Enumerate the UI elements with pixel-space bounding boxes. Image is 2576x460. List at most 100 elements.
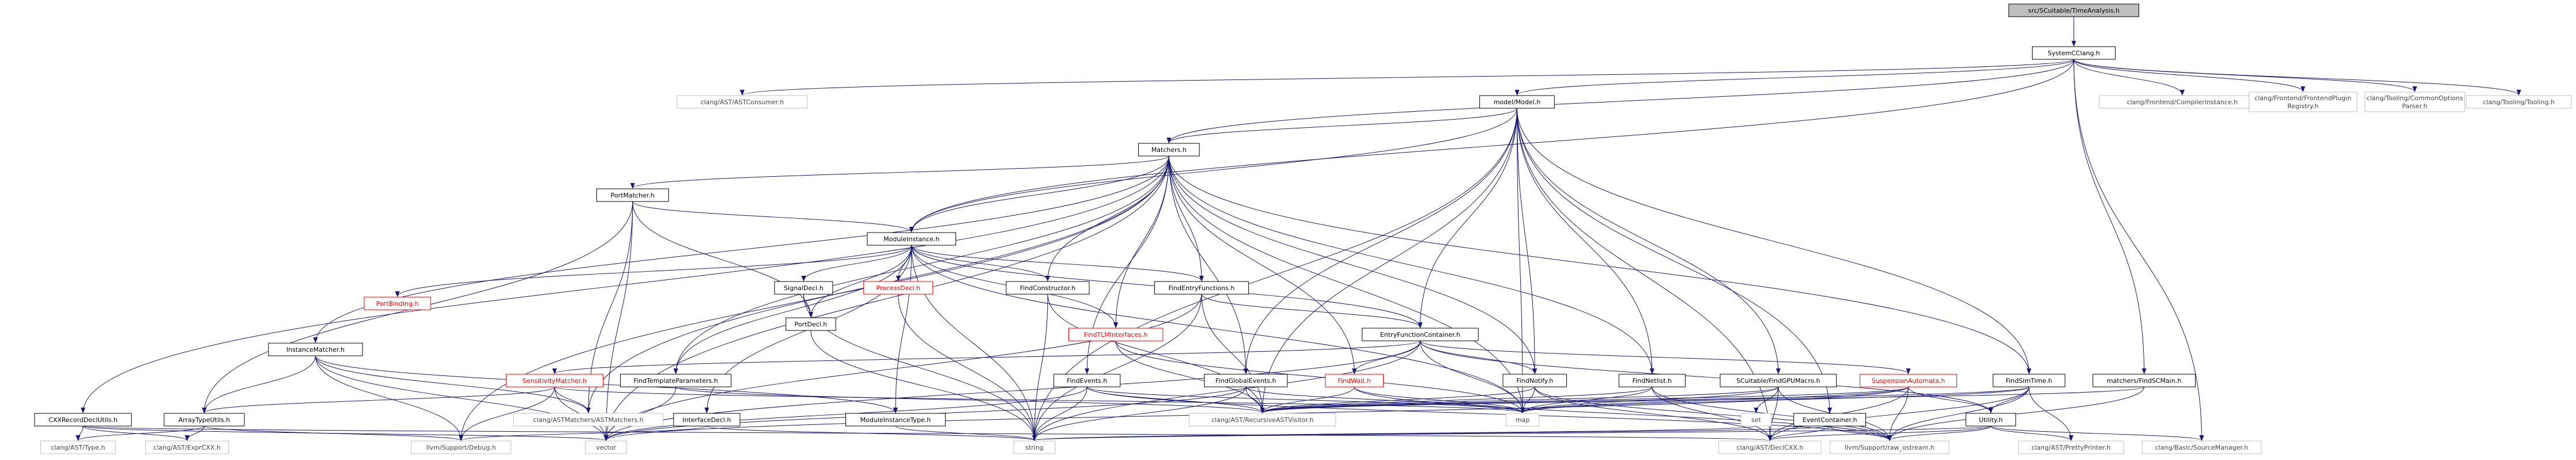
node-portmatcher-h[interactable]: PortMatcher.h [596,188,669,202]
node-processdecl-h[interactable]: ProcessDecl.h [863,281,934,295]
node-clang-ast-type-h: clang/AST/Type.h [40,440,116,454]
node-box [867,232,957,246]
node-scuitable-findgpumacro-h[interactable]: SCuitable/FindGPUMacro.h [1720,374,1837,387]
edge-moduleinstance-to-findentryfunctions [911,245,1204,282]
node-label: SuspensionAutomata.h [1872,377,1945,385]
edge-utility-to-prettyprinter [1990,425,2073,441]
node-findentryfunctions-h[interactable]: FindEntryFunctions.h [1154,281,1249,295]
node-eventcontainer-h[interactable]: EventContainer.h [1793,413,1866,427]
node-box [2466,95,2572,109]
node-findtemplateparameters-h[interactable]: FindTemplateParameters.h [620,374,732,387]
node-box [1362,328,1479,341]
node-portdecl-h[interactable]: PortDecl.h [785,317,836,331]
edge-sensitivity-to-map [554,386,1525,413]
edge-systemc-to-findscmain [2073,59,2147,374]
node-box [40,440,116,454]
node-utility-h[interactable]: Utility.h [1965,413,2016,427]
node-findsimtime-h[interactable]: FindSimTime.h [1992,374,2065,387]
edge-findtlm-to-recursiveast [1115,340,1265,413]
edge-sensitivity-to-arraytypeutils [202,386,555,413]
node-box [411,440,511,454]
node-box [1479,95,1555,109]
node-label: llvm/Support/raw_ostream.h [1845,444,1935,451]
node-box [1505,413,1540,427]
node-portbinding-h[interactable]: PortBinding.h [364,296,431,310]
node-moduleinstancetype-h[interactable]: ModuleInstanceType.h [845,413,946,427]
edge-interfacedecl-to-debug [459,425,707,441]
node-box [774,281,833,295]
node-box [585,440,628,454]
node-clang-basic-sourcemanager-h: clang/Basic/SourceManager.h [2141,440,2262,454]
node-label: clang/AST/ASTConsumer.h [701,98,784,106]
edge-portmatcher-to-portdecl [632,201,813,318]
node-systemcclang-h[interactable]: SystemCClang.h [2032,46,2116,60]
node-box [34,413,132,427]
edge-model-to-moduleinstance [909,108,1517,233]
node-label: matchers/FindSCMain.h [2107,377,2181,385]
edge-systemc-to-tooling [2073,59,2521,96]
node-label: clang/AST/ExprCXX.h [153,444,221,451]
edge-moduleinstance-to-moduleinstancetype [893,245,912,413]
edge-model-to-map [1516,108,1525,413]
edge-arraytypeutils-to-debug [203,425,463,441]
node-findevents-h[interactable]: FindEvents.h [1053,374,1121,387]
node-clang-tooling-tooling-h: clang/Tooling/Tooling.h [2466,95,2572,109]
node-box [164,413,245,427]
node-box [145,440,229,454]
node-label: clang/Basic/SourceManager.h [2155,444,2249,451]
node-interfacedecl-h[interactable]: InterfaceDecl.h [673,413,741,427]
edge-cxxrecord-to-declcxx [82,425,1772,441]
edge-instancematcher-to-arraytypeutils [202,355,316,413]
node-label: InterfaceDecl.h [682,416,731,424]
node-sensitivitymatcher-h[interactable]: SensitivityMatcher.h [505,374,603,387]
edge-findevents-to-map [1086,386,1525,413]
node-findwait-h[interactable]: FindWait.h [1325,374,1384,387]
node-box [620,374,732,387]
node-model-model-h[interactable]: model/Model.h [1479,95,1555,109]
node-matchers-h[interactable]: Matchers.h [1138,143,1200,157]
edge-moduleinstance-to-string [911,245,1037,441]
node-box [1006,281,1090,295]
node-label: FindTLMInterfaces.h [1084,331,1147,339]
node-findnetlist-h[interactable]: FindNetlist.h [1618,374,1686,387]
node-moduleinstance-h[interactable]: ModuleInstance.h [867,232,957,246]
edge-suspension-to-recursiveast [1260,386,1909,413]
node-label: llvm/Support/Debug.h [426,444,496,451]
edge-findsimtime-to-map [1520,386,2030,413]
node-findtlminterfaces-h[interactable]: FindTLMInterfaces.h [1068,328,1164,341]
node-box [1053,374,1121,387]
node-instancematcher-h[interactable]: InstanceMatcher.h [268,343,363,356]
edge-model-to-string [1032,108,1517,441]
edge-arraytypeutils-to-exprcxx [184,425,205,441]
node-label: FindNetlist.h [1633,377,1672,385]
node-label: FindTemplateParameters.h [634,377,718,385]
edge-findentryfunctions-to-entryfunctioncontainer [1201,294,1423,328]
node-signaldecl-h[interactable]: SignalDecl.h [774,281,833,295]
node-label: vector [596,444,616,451]
edge-findwait-to-recursiveast [1260,386,1355,413]
node-findglobalevents-h[interactable]: FindGlobalEvents.h [1204,374,1288,387]
node-entryfunctioncontainer-h[interactable]: EntryFunctionContainer.h [1362,328,1479,341]
edge-moduleinstance-to-portdecl [809,245,912,318]
node-label: FindConstructor.h [1020,284,1076,292]
node-arraytypeutils-h[interactable]: ArrayTypeUtils.h [164,413,245,427]
node-findnotify-h[interactable]: FindNotify.h [1502,374,1567,387]
edge-moduleinstance-to-findtemplateparams [673,245,912,374]
edge-findconstructor-to-recursiveast [1047,294,1265,413]
node-box [673,413,741,427]
edge-instancematcher-to-debug [315,355,463,441]
edge-findsimtime-to-rawostream [1887,386,2030,441]
node-findconstructor-h[interactable]: FindConstructor.h [1006,281,1090,295]
edge-instancematcher-to-astmatchers [315,355,591,413]
node-label: FindEvents.h [1067,377,1107,385]
edge-matchers-to-debug [459,155,1169,441]
edge-model-to-findsimtime [1516,108,2031,374]
node-label: model/Model.h [1494,98,1540,106]
node-matchers-findscmain-h[interactable]: matchers/FindSCMain.h [2092,374,2196,387]
node-suspensionautomata-h[interactable]: SuspensionAutomata.h [1859,374,1957,387]
node-cxxrecorddeclutils-h[interactable]: CXXRecordDeclUtils.h [34,413,132,427]
node-label: clang/Tooling/Tooling.h [2483,98,2555,106]
node-box [1013,440,1056,454]
